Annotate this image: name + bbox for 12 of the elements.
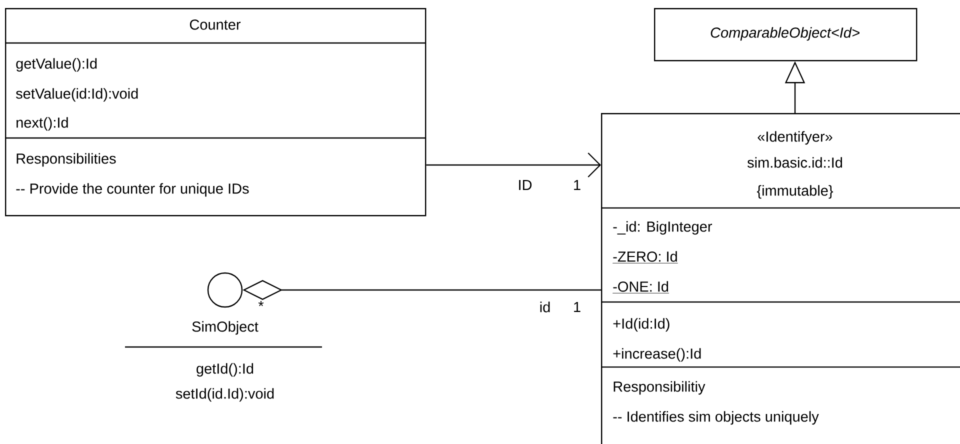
class-box: Counter getValue():Id setValue(id:Id):void next():Id Responsibilities -- Provide the counter for unique IDs xyxy=(5,8,426,216)
node-label: getId():Id xyxy=(196,363,254,377)
multiplicity-label: * xyxy=(258,301,264,306)
arrow xyxy=(426,152,601,178)
class-box: ComparableObject<Id> xyxy=(654,8,918,62)
role-label: id xyxy=(540,302,550,312)
node-label: SimObject xyxy=(192,321,258,335)
multiplicity-label: 1 xyxy=(574,180,580,190)
multiplicity-label: 1 xyxy=(574,302,580,312)
role-label: ID xyxy=(519,180,532,190)
class-box: «Identifyer» sim.basic.id::Id {immutable} -_id: BigInteger -ZERO: Id -ONE: Id +Id(id:Id) +increase():Id Responsibilitiy -- Identifies sim objects uniquely xyxy=(601,113,960,444)
node-label: setId(id.Id):void xyxy=(176,388,274,402)
